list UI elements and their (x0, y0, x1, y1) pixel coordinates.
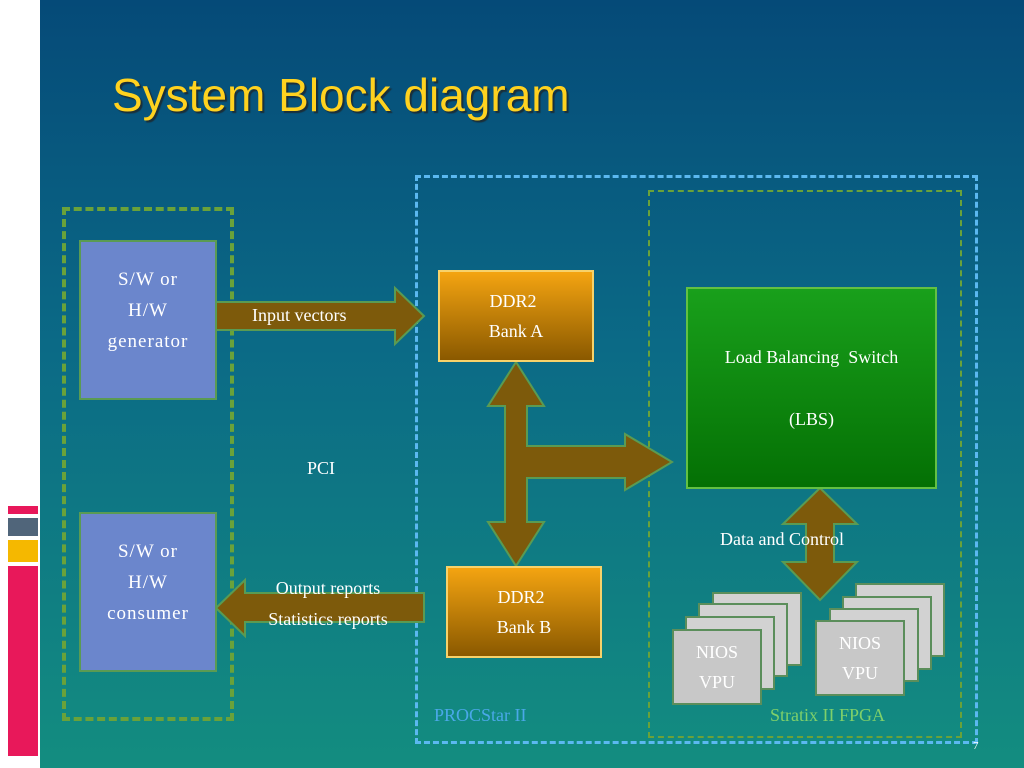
page-number: 7 (973, 740, 979, 752)
procstar-ii-label: PROCStar II (434, 705, 527, 725)
ddr2-bank-b-block: DDR2 Bank B (446, 566, 602, 658)
nios-right-line-2: VPU (841, 663, 878, 683)
lbs-abbrev: (LBS) (789, 409, 834, 429)
data-and-control-label: Data and Control (720, 529, 844, 549)
procstar-region-frame (415, 175, 978, 744)
generator-line-3: generator (107, 330, 189, 352)
nios-vpu-right-block: NIOS VPU (815, 620, 905, 696)
nios-left-line-2: VPU (698, 672, 735, 692)
nios-right-line-1: NIOS (838, 633, 881, 653)
decor-bar-gray (8, 518, 38, 536)
ddr2-bank-b-line-2: Bank B (496, 617, 552, 637)
lbs-nios-arrow (780, 486, 860, 602)
lbs-name: Load Balancing Switch (724, 347, 899, 367)
decor-bar-red-top (8, 506, 38, 514)
sw-hw-generator-block: S/W or H/W generator (79, 240, 217, 400)
consumer-line-2: H/W (128, 571, 168, 593)
ddr2-bank-a-block: DDR2 Bank A (438, 270, 594, 362)
nios-vpu-left-block: NIOS VPU (672, 629, 762, 705)
nios-left-line-1: NIOS (695, 642, 738, 662)
pci-label: PCI (307, 458, 336, 478)
statistics-reports-label: Statistics reports (268, 609, 388, 629)
output-reports-arrow (214, 577, 425, 639)
ddr2-bank-b-line-1: DDR2 (497, 587, 545, 607)
generator-line-2: H/W (128, 299, 168, 321)
sw-hw-consumer-block: S/W or H/W consumer (79, 512, 217, 672)
load-balancing-switch-block: Load Balancing Switch (LBS) (686, 287, 937, 489)
decor-bar-red-long (8, 566, 38, 756)
decor-bar-yellow (8, 540, 38, 562)
ddr2-bank-a-line-1: DDR2 (489, 291, 537, 311)
host-region-frame (62, 207, 234, 721)
consumer-line-1: S/W or (117, 540, 178, 562)
ddr-to-lbs-arrow (486, 360, 674, 568)
consumer-line-3: consumer (107, 602, 189, 624)
input-vectors-label: Input vectors (252, 305, 347, 325)
generator-line-1: S/W or (117, 268, 178, 290)
output-reports-labels: Output reports Statistics reports (248, 573, 408, 635)
ddr2-bank-a-line-2: Bank A (488, 321, 544, 341)
output-reports-label: Output reports (275, 578, 381, 598)
input-vectors-arrow (215, 285, 426, 347)
stratix-ii-fpga-label: Stratix II FPGA (770, 705, 886, 725)
slide-title: System Block diagram (112, 69, 570, 121)
